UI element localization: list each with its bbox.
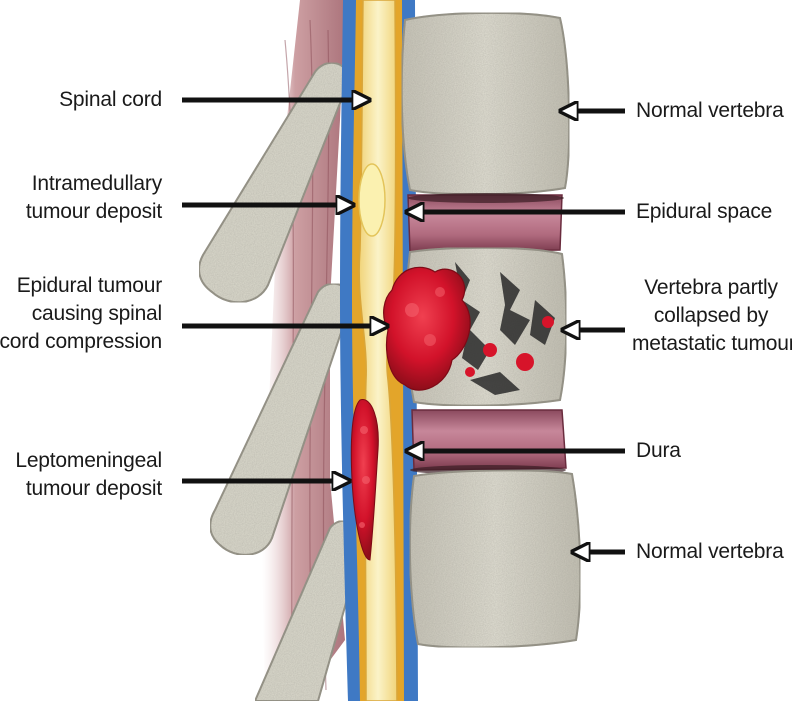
label-leptomeningeal: Leptomeningeal tumour deposit: [15, 447, 162, 503]
label-dura: Dura: [636, 437, 681, 465]
label-line: Spinal cord: [59, 86, 162, 114]
label-line: tumour deposit: [15, 475, 162, 503]
intramedullary-deposit: [359, 164, 385, 236]
label-line: Normal vertebra: [636, 97, 784, 125]
label-intramedullary: Intramedullary tumour deposit: [26, 170, 162, 226]
label-line: metastatic tumour: [632, 330, 790, 358]
label-normal-vertebra-bottom: Normal vertebra: [636, 538, 784, 566]
vertebra-normal-bottom: [410, 470, 580, 647]
label-line: Normal vertebra: [636, 538, 784, 566]
label-line: cord compression: [0, 328, 162, 356]
label-line: Epidural space: [636, 198, 772, 226]
label-epidural-space: Epidural space: [636, 198, 772, 226]
label-line: causing spinal: [0, 300, 162, 328]
vertebra-normal-top: [402, 13, 569, 194]
disc-upper: [408, 193, 564, 252]
label-line: Leptomeningeal: [15, 447, 162, 475]
label-spinal-cord: Spinal cord: [59, 86, 162, 114]
label-line: collapsed by: [632, 302, 790, 330]
label-line: Dura: [636, 437, 681, 465]
label-line: Intramedullary: [26, 170, 162, 198]
label-line: tumour deposit: [26, 198, 162, 226]
label-normal-vertebra-top: Normal vertebra: [636, 97, 784, 125]
label-line: Epidural tumour: [0, 272, 162, 300]
label-line: Vertebra partly: [632, 274, 790, 302]
label-vertebra-collapsed: Vertebra partly collapsed by metastatic …: [632, 274, 790, 358]
disc-lower: [410, 410, 566, 475]
label-epidural-tumour: Epidural tumour causing spinal cord comp…: [0, 272, 162, 356]
